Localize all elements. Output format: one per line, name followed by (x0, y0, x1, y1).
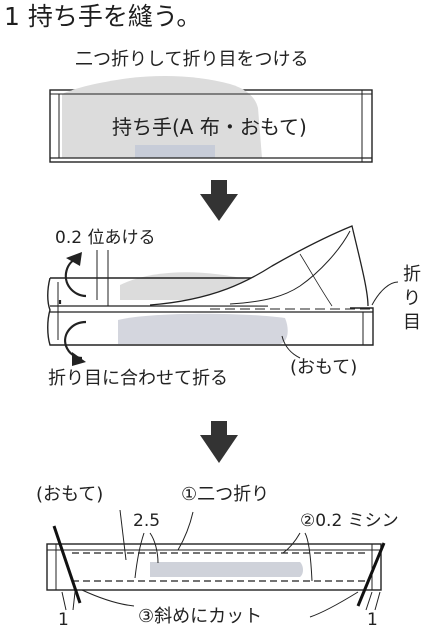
left-measure: 1 (58, 610, 69, 630)
rotate-arrow-icon (64, 320, 87, 366)
fold-line-label-1: 折 (403, 264, 421, 285)
step3-strip (46, 525, 386, 607)
fold-line-label-2: り (403, 288, 421, 309)
step-title: 1 持ち手を縫う。 (4, 2, 202, 31)
fold-to-line-instruction: 折り目に合わせて折る (48, 368, 228, 389)
fold-line-label-3: 目 (403, 312, 421, 333)
stitch-label: ②0.2 ミシン (300, 511, 399, 531)
margin-label: 2.5 (133, 511, 161, 531)
step2-leaders (96, 250, 399, 359)
fold-instruction: 二つ折りして折り目をつける (75, 49, 309, 70)
rotate-arrow-icon (58, 252, 87, 304)
fold-in-half-label: ①二つ折り (181, 484, 270, 505)
face-label: (おもて) (290, 357, 358, 378)
right-measure: 1 (367, 610, 378, 630)
down-arrow-icon (200, 180, 238, 221)
diagonal-cut-label: ③斜めにカット (138, 606, 263, 627)
step2-strip (47, 225, 374, 346)
face-label: (おもて) (36, 484, 104, 505)
down-arrow-icon (200, 421, 238, 463)
step3-leaders (61, 509, 381, 618)
gap-label: 0.2 位あける (55, 228, 156, 248)
step1-strip (49, 76, 373, 163)
strip-label: 持ち手(A 布・おもて) (112, 115, 307, 139)
